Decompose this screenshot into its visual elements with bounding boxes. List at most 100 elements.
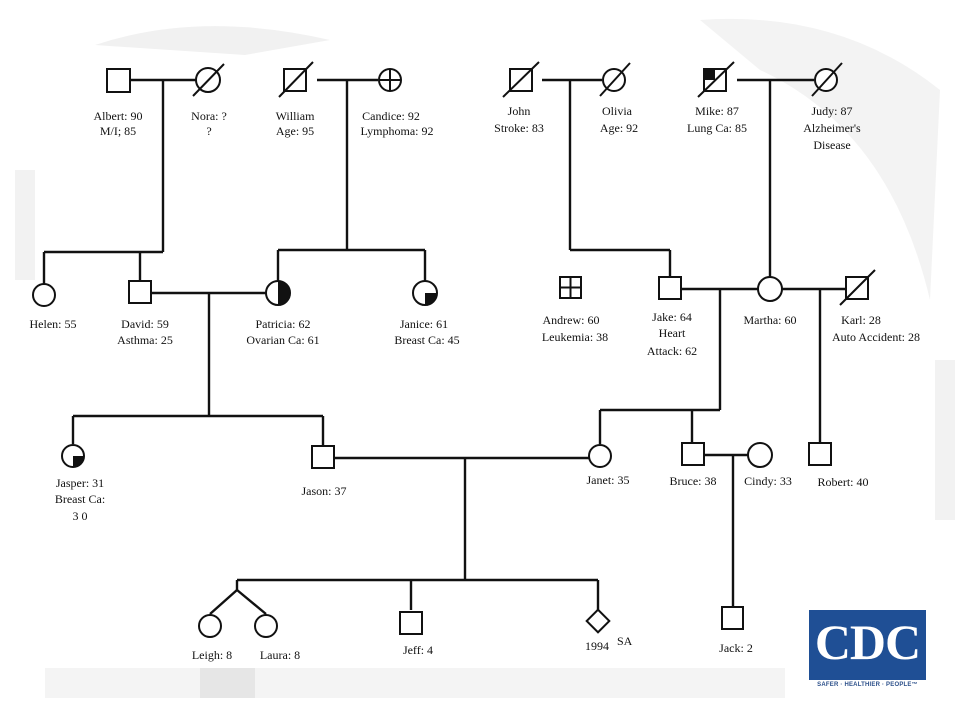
male-symbol [808, 442, 832, 466]
person-name: Jasper: 31 [56, 476, 104, 490]
male-symbol [128, 280, 152, 304]
person-name: Mike: 87 [695, 104, 739, 118]
person-leigh: Leigh: 8 [192, 614, 232, 662]
person-detail: Lymphoma: 92 [361, 124, 434, 138]
person-janice: Janice: 61 Breast Ca: 45 [394, 280, 460, 347]
person-name: 1994 [585, 639, 609, 653]
person-olivia: Olivia Age: 92 [599, 62, 638, 135]
person-name: Andrew: 60 [543, 313, 600, 327]
person-name: Helen: 55 [30, 317, 77, 331]
person-detail: ? [206, 124, 211, 138]
person-laura: Laura: 8 [254, 614, 300, 662]
relationship-lines [42, 78, 846, 615]
male-symbol [721, 606, 744, 630]
person-name: William [276, 109, 316, 123]
person-detail: Age: 92 [600, 121, 638, 135]
person-detail: Age: 95 [276, 124, 314, 138]
person-sab1994: 1994 SA [585, 608, 633, 653]
person-jason: Jason: 37 [302, 445, 347, 498]
person-name: Janice: 61 [400, 317, 448, 331]
person-janet: Janet: 35 [587, 444, 630, 487]
person-detail: Breast Ca: 45 [394, 333, 459, 347]
cdc-logo-letters: CDC [814, 614, 921, 670]
person-name: Jack: 2 [719, 641, 753, 655]
male-symbol [399, 611, 423, 635]
person-detail: Breast Ca: [55, 492, 105, 506]
person-helen: Helen: 55 [30, 283, 77, 331]
person-andrew: Andrew: 60 Leukemia: 38 [542, 276, 608, 344]
person-detail: Heart [659, 326, 686, 340]
person-detail: M/I; 85 [100, 124, 136, 138]
affected-quadrant [425, 293, 437, 305]
person-name: Janet: 35 [587, 473, 630, 487]
deceased-slash [811, 62, 843, 97]
female-symbol [747, 442, 773, 468]
person-name: John [508, 104, 531, 118]
affected-half [278, 281, 290, 305]
person-jack: Jack: 2 [719, 606, 753, 655]
unknown-sex-diamond [585, 608, 611, 634]
deceased-slash [192, 63, 225, 97]
affected-quadrant [704, 69, 715, 80]
female-symbol [254, 614, 278, 638]
person-name: Bruce: 38 [670, 474, 717, 488]
person-albert: Albert: 90 M/I; 85 [94, 68, 143, 138]
person-robert: Robert: 40 [808, 442, 869, 489]
person-bruce: Bruce: 38 [670, 442, 717, 488]
cdc-logo [809, 610, 926, 680]
person-name: Judy: 87 [811, 104, 852, 118]
deceased-slash [839, 269, 876, 306]
person-name: Karl: 28 [841, 313, 881, 327]
person-name: Olivia [602, 104, 633, 118]
person-name: Leigh: 8 [192, 648, 232, 662]
female-symbol [757, 276, 783, 302]
person-cindy: Cindy: 33 [744, 442, 792, 488]
deceased-slash [697, 61, 735, 98]
male-symbol [311, 445, 335, 469]
person-name: Jake: 64 [652, 310, 692, 324]
person-nora: Nora: ? ? [191, 63, 227, 138]
female-symbol [32, 283, 56, 307]
person-detail-2: Attack: 62 [647, 344, 697, 358]
person-name: Candice: 92 [362, 109, 420, 123]
person-detail-2: Disease [813, 138, 850, 152]
person-name: Albert: 90 [94, 109, 143, 123]
person-mike: Mike: 87 Lung Ca: 85 [687, 61, 747, 135]
person-name: Patricia: 62 [256, 317, 311, 331]
person-name: David: 59 [121, 317, 169, 331]
deceased-slash [502, 61, 540, 98]
person-detail: Leukemia: 38 [542, 330, 608, 344]
person-detail: Alzheimer's [803, 121, 861, 135]
person-john: John Stroke: 83 [494, 61, 544, 135]
person-candice: Candice: 92 Lymphoma: 92 [361, 68, 434, 138]
male-symbol [106, 68, 131, 93]
person-martha: Martha: 60 [744, 276, 797, 327]
male-symbol [681, 442, 705, 466]
person-detail: Auto Accident: 28 [832, 330, 920, 344]
person-jeff: Jeff: 4 [399, 611, 433, 657]
person-name: Jeff: 4 [403, 643, 433, 657]
affected-quadrant [73, 456, 84, 467]
female-symbol [198, 614, 222, 638]
person-detail: Lung Ca: 85 [687, 121, 747, 135]
person-superscript: SA [617, 634, 633, 648]
deceased-slash [599, 62, 631, 97]
person-detail-2: 3 0 [73, 509, 88, 523]
person-name: Cindy: 33 [744, 474, 792, 488]
person-name: Jason: 37 [302, 484, 347, 498]
male-symbol [658, 276, 682, 300]
person-judy: Judy: 87 Alzheimer's Disease [803, 62, 861, 152]
person-karl: Karl: 28 Auto Accident: 28 [832, 269, 920, 344]
person-william: William Age: 95 [276, 61, 316, 138]
person-detail: Ovarian Ca: 61 [246, 333, 319, 347]
person-name: Nora: ? [191, 109, 227, 123]
person-jake: Jake: 64 Heart Attack: 62 [647, 276, 697, 358]
person-name: Laura: 8 [260, 648, 300, 662]
female-symbol [588, 444, 612, 468]
person-david: David: 59 Asthma: 25 [117, 280, 173, 347]
person-jasper: Jasper: 31 Breast Ca: 3 0 [55, 444, 105, 523]
person-detail: Asthma: 25 [117, 333, 173, 347]
person-name: Robert: 40 [818, 475, 869, 489]
